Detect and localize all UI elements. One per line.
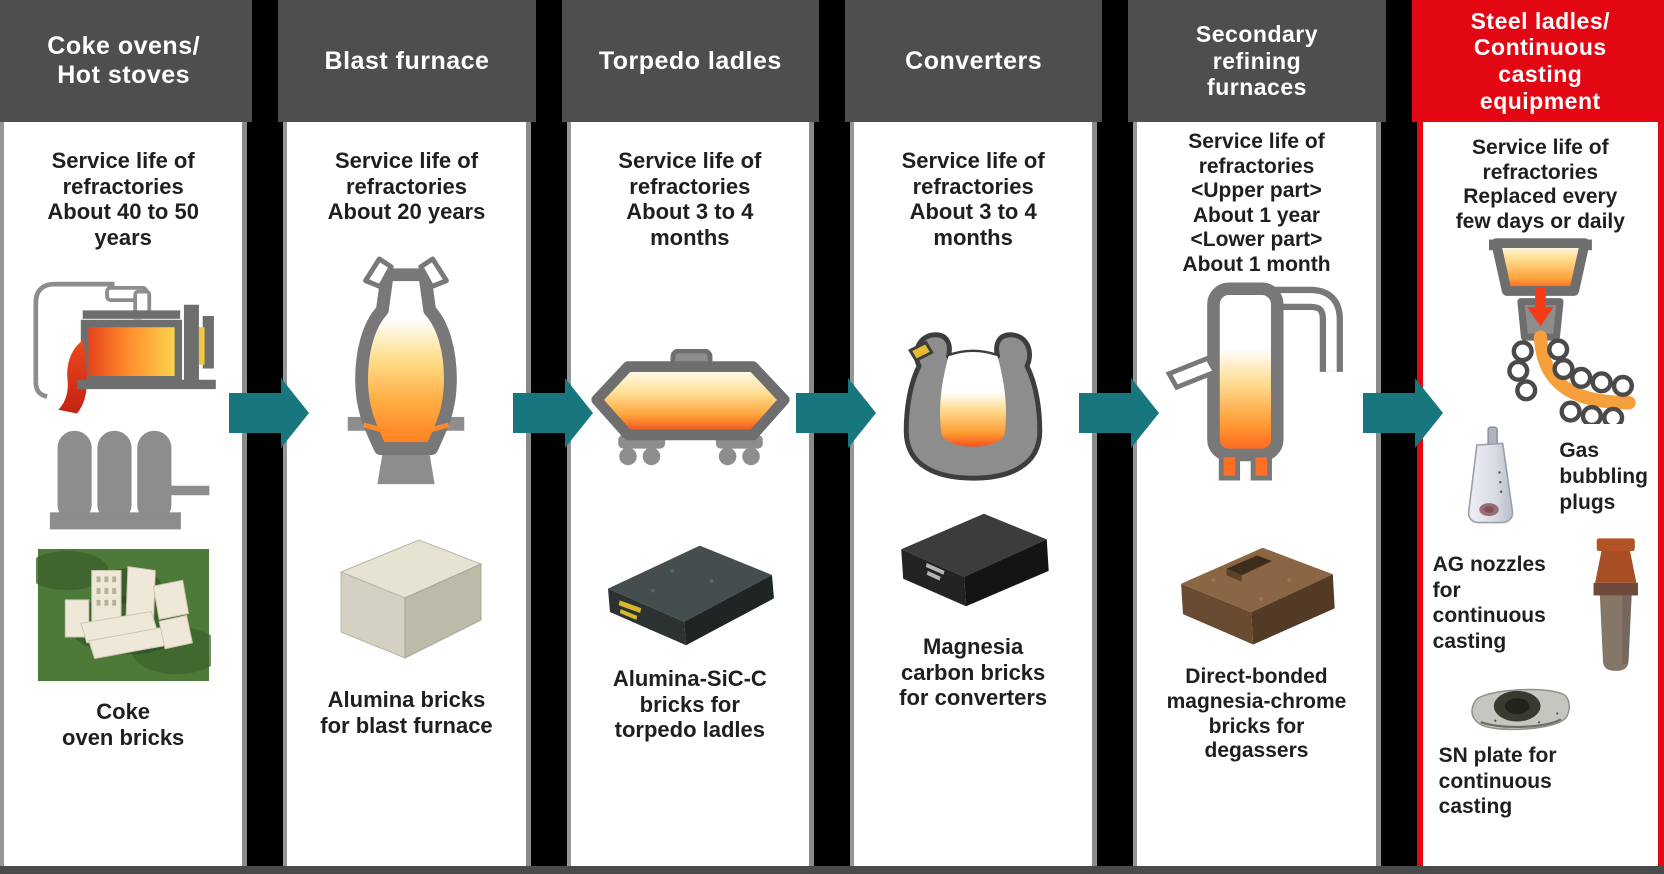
- header-coke-ovens-label: Coke ovens/ Hot stoves: [47, 32, 201, 89]
- magnesia-carbon-brick-photo: [900, 513, 1049, 607]
- converter-illustration: [903, 332, 1043, 481]
- coke-oven-illustration: [33, 281, 216, 414]
- torpedo-ladle-illustration: [591, 348, 790, 466]
- body-torpedo-ladles: Service life of refractories About 3 to …: [566, 122, 814, 874]
- ag-nozzles-item: AG nozzles for continuous casting: [1429, 533, 1652, 673]
- column-coke-ovens: Coke ovens/ Hot stoves Service life of r…: [0, 0, 253, 874]
- service-life-torpedo-ladles: Service life of refractories About 3 to …: [618, 148, 762, 251]
- sn-plate-photo: [1470, 689, 1570, 731]
- header-blast-furnace-label: Blast furnace: [324, 46, 490, 75]
- service-life-steel-ladles: Service life of refractories Replaced ev…: [1455, 136, 1625, 233]
- gas-bubbling-plug-photo: [1467, 426, 1514, 524]
- flow-arrow-icon: [1079, 376, 1159, 450]
- caption-coke-oven-bricks: Coke oven bricks: [62, 698, 185, 750]
- rh-degasser-illustration: [1166, 282, 1344, 481]
- flow-arrow-icon: [1363, 376, 1443, 450]
- flow-arrow-icon: [229, 376, 309, 450]
- gas-bubbling-plugs-item: Gas bubbling plugs: [1429, 424, 1652, 529]
- header-coke-ovens: Coke ovens/ Hot stoves: [0, 0, 253, 122]
- hot-stoves-illustration: [50, 430, 210, 530]
- blast-furnace-illustration: [348, 256, 465, 485]
- header-blast-furnace: Blast furnace: [278, 0, 536, 122]
- body-blast-furnace: Service life of refractories About 20 ye…: [283, 122, 531, 874]
- caption-magnesia-carbon-bricks: Magnesia carbon bricks for converters: [899, 634, 1047, 711]
- flow-arrow-icon: [796, 376, 876, 450]
- service-life-coke-ovens: Service life of refractories About 40 to…: [47, 148, 199, 251]
- body-steel-ladles-casting: Service life of refractories Replaced ev…: [1416, 122, 1664, 874]
- header-steel-ladles-casting: Steel ladles/ Continuous casting equipme…: [1411, 0, 1664, 122]
- alumina-sic-c-brick-photo: [608, 545, 775, 646]
- caption-magnesia-chrome-bricks: Direct-bonded magnesia-chrome bricks for…: [1166, 665, 1347, 763]
- magnesia-chrome-brick-photo: [1181, 548, 1336, 645]
- header-torpedo-ladles-label: Torpedo ladles: [598, 46, 782, 75]
- caption-alumina-bricks: Alumina bricks for blast furnace: [320, 687, 493, 738]
- service-life-secondary-refining: Service life of refractories <Upper part…: [1182, 130, 1331, 276]
- column-blast-furnace: Blast furnace Service life of refractori…: [278, 0, 536, 874]
- bottom-border-bar: [0, 866, 1664, 874]
- alumina-brick-photo: [339, 539, 483, 660]
- column-secondary-refining: Secondary refining furnaces Service life…: [1128, 0, 1386, 874]
- continuous-caster-illustration: [1489, 238, 1637, 425]
- header-steel-ladles-casting-label: Steel ladles/ Continuous casting equipme…: [1470, 7, 1611, 114]
- body-coke-ovens: Service life of refractories About 40 to…: [0, 122, 248, 874]
- ag-nozzles-label: AG nozzles for continuous casting: [1432, 553, 1546, 653]
- gas-bubbling-plugs-label: Gas bubbling plugs: [1559, 439, 1648, 514]
- column-torpedo-ladles: Torpedo ladles Service life of refractor…: [561, 0, 819, 874]
- header-secondary-refining-label: Secondary refining furnaces: [1195, 20, 1319, 101]
- column-steel-ladles-casting: Steel ladles/ Continuous casting equipme…: [1411, 0, 1664, 874]
- column-converters: Converters Service life of refractories …: [844, 0, 1103, 874]
- service-life-blast-furnace: Service life of refractories About 20 ye…: [327, 148, 486, 225]
- coke-oven-bricks-photo: [35, 548, 211, 681]
- caption-magnesia-carbon-bricks-text: Magnesia carbon bricks for converters: [899, 633, 1048, 711]
- caption-alumina-sic-c-bricks: Alumina-SiC-C bricks for torpedo ladles: [612, 665, 767, 743]
- service-life-converters: Service life of refractories About 3 to …: [901, 148, 1045, 251]
- header-converters-label: Converters: [905, 46, 1043, 75]
- body-converters: Service life of refractories About 3 to …: [849, 122, 1098, 874]
- sn-plate-label: SN plate for continuous casting: [1438, 744, 1557, 819]
- sn-plate-item: SN plate for continuous casting: [1429, 677, 1652, 820]
- body-secondary-refining: Service life of refractories <Upper part…: [1133, 122, 1381, 874]
- flow-arrow-icon: [513, 376, 593, 450]
- header-converters: Converters: [844, 0, 1103, 122]
- header-torpedo-ladles: Torpedo ladles: [561, 0, 819, 122]
- header-secondary-refining: Secondary refining furnaces: [1128, 0, 1386, 122]
- ag-nozzle-photo: [1594, 538, 1639, 672]
